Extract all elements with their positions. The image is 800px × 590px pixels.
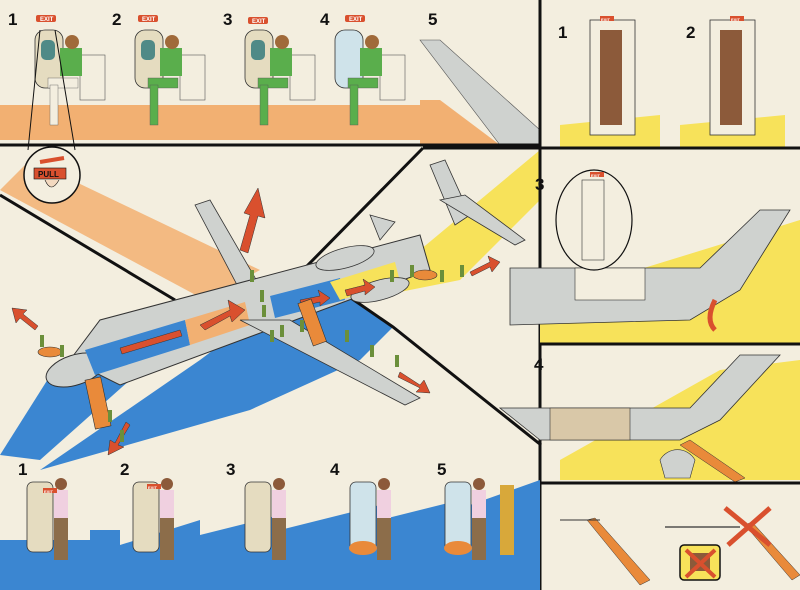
- svg-text:EXIT: EXIT: [731, 17, 740, 22]
- passenger-figure: [40, 335, 44, 347]
- step-number: 5: [437, 460, 446, 479]
- svg-text:PULL: PULL: [38, 170, 59, 179]
- step-number: 1: [18, 460, 27, 479]
- door-panel: [26, 478, 68, 560]
- pull-handle-detail: PULL: [23, 146, 81, 204]
- passenger-figure: [390, 270, 394, 282]
- svg-text:EXIT: EXIT: [142, 17, 156, 23]
- passenger-figure: [60, 345, 64, 357]
- overwing-exit-steps: 1 2 3 4 5 EXIT EXIT EXIT EXIT PULL: [0, 0, 542, 590]
- step-number: 3: [223, 10, 232, 29]
- exit-sign: EXIT: [345, 15, 365, 23]
- door-panel: [444, 478, 486, 560]
- step-number: 2: [686, 23, 695, 42]
- exit-sign: EXIT: [590, 172, 604, 178]
- overwing-panel: [334, 29, 406, 126]
- passenger-figure: [440, 270, 444, 282]
- passenger-figure: [345, 330, 349, 342]
- svg-text:EXIT: EXIT: [252, 19, 266, 25]
- svg-text:EXIT: EXIT: [591, 173, 600, 178]
- door-panel: [349, 478, 391, 560]
- passenger-figure: [270, 330, 274, 342]
- step-number: 2: [120, 460, 129, 479]
- exit-sign: EXIT: [147, 484, 161, 490]
- passenger-figure: [280, 325, 284, 337]
- step-number: 4: [330, 460, 340, 479]
- step-number: 1: [558, 23, 567, 42]
- passenger-figure: [120, 430, 124, 442]
- airplane-cutaway: [11, 159, 526, 456]
- slide-instructions: [560, 506, 800, 586]
- tail-exit-steps: 1 2 EXIT EXIT 3 EXIT 4: [498, 16, 800, 485]
- svg-text:EXIT: EXIT: [349, 17, 363, 23]
- passenger-figure: [108, 410, 112, 422]
- passenger-figure: [410, 265, 414, 277]
- step-number: 5: [428, 10, 437, 29]
- passenger-figure: [500, 485, 514, 555]
- passenger-figure: [460, 265, 464, 277]
- passenger-figure: [262, 305, 266, 317]
- step-number: 3: [226, 460, 235, 479]
- step-number: 4: [534, 355, 544, 374]
- step-number: 3: [535, 175, 544, 194]
- step-number: 1: [8, 10, 17, 29]
- exit-sign: EXIT: [248, 17, 268, 25]
- no-high-heels-icon: [723, 506, 772, 547]
- door-exit-steps: 1 2 3 4 5 EXIT EXIT: [0, 460, 540, 590]
- step-number: 4: [320, 10, 330, 29]
- no-luggage-icon: [679, 544, 721, 581]
- svg-text:EXIT: EXIT: [44, 489, 53, 494]
- exit-sign: EXIT: [36, 15, 56, 23]
- passenger-figure: [300, 320, 304, 332]
- overwing-panel: [34, 29, 106, 126]
- exit-sign: EXIT: [600, 16, 614, 22]
- svg-text:EXIT: EXIT: [148, 485, 157, 490]
- door-panel: [244, 478, 286, 560]
- svg-text:EXIT: EXIT: [40, 17, 54, 23]
- exit-sign: EXIT: [730, 16, 744, 22]
- door-panel: [132, 478, 174, 560]
- passenger-figure: [370, 345, 374, 357]
- exit-sign: EXIT: [43, 488, 57, 494]
- passenger-figure: [395, 355, 399, 367]
- exit-sign: EXIT: [138, 15, 158, 23]
- passenger-figure: [260, 290, 264, 302]
- step-number: 2: [112, 10, 121, 29]
- svg-text:EXIT: EXIT: [601, 17, 610, 22]
- overwing-panel: [244, 29, 316, 126]
- panel-divider: [0, 193, 176, 302]
- overwing-panel: [134, 29, 206, 126]
- passenger-figure: [250, 270, 254, 282]
